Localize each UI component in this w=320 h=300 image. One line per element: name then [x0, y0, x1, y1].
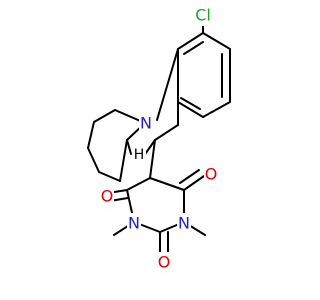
quinoline-ring	[126, 48, 179, 161]
bond	[98, 171, 121, 182]
label-bg	[100, 186, 114, 206]
ring-nitrogen-label: N	[140, 114, 152, 133]
bond	[149, 139, 156, 179]
bond-double-inner	[180, 97, 201, 110]
bond	[149, 177, 185, 191]
bond	[87, 121, 95, 149]
bond	[177, 32, 204, 50]
bond	[202, 32, 231, 50]
fusion-hydrogen-label: H	[134, 147, 145, 163]
label-bg	[204, 164, 218, 184]
label-bg	[157, 252, 171, 272]
chlorine-label: Cl	[195, 6, 211, 25]
label-bg	[139, 113, 153, 133]
bond	[126, 177, 151, 191]
label-bg	[132, 146, 146, 164]
oxygen-bottom-label: O	[158, 253, 171, 272]
bond	[126, 139, 132, 155]
imide-nitrogen-right-label: N	[178, 214, 190, 233]
label-bg	[127, 213, 141, 233]
bond-carbonyl	[183, 175, 205, 191]
bond	[154, 124, 179, 141]
label-bg	[190, 6, 216, 26]
bond	[93, 109, 116, 123]
bond	[156, 48, 179, 121]
oxygen-left-label: O	[101, 187, 114, 206]
molecule-drawing: Cl N H O O N N O	[87, 6, 231, 272]
bond	[119, 139, 128, 182]
label-bg	[177, 213, 191, 233]
structure-canvas: Cl N H O O N N O	[87, 5, 231, 272]
azepine-ring	[87, 109, 146, 182]
bond-carbonyl-double	[179, 169, 200, 184]
oxygen-top-label: O	[205, 165, 218, 184]
bond	[87, 147, 100, 173]
bond	[177, 101, 204, 118]
bond	[202, 101, 231, 118]
bond-double-inner	[183, 41, 204, 55]
benzene-ring	[177, 32, 231, 118]
imide-nitrogen-left-label: N	[128, 214, 140, 233]
